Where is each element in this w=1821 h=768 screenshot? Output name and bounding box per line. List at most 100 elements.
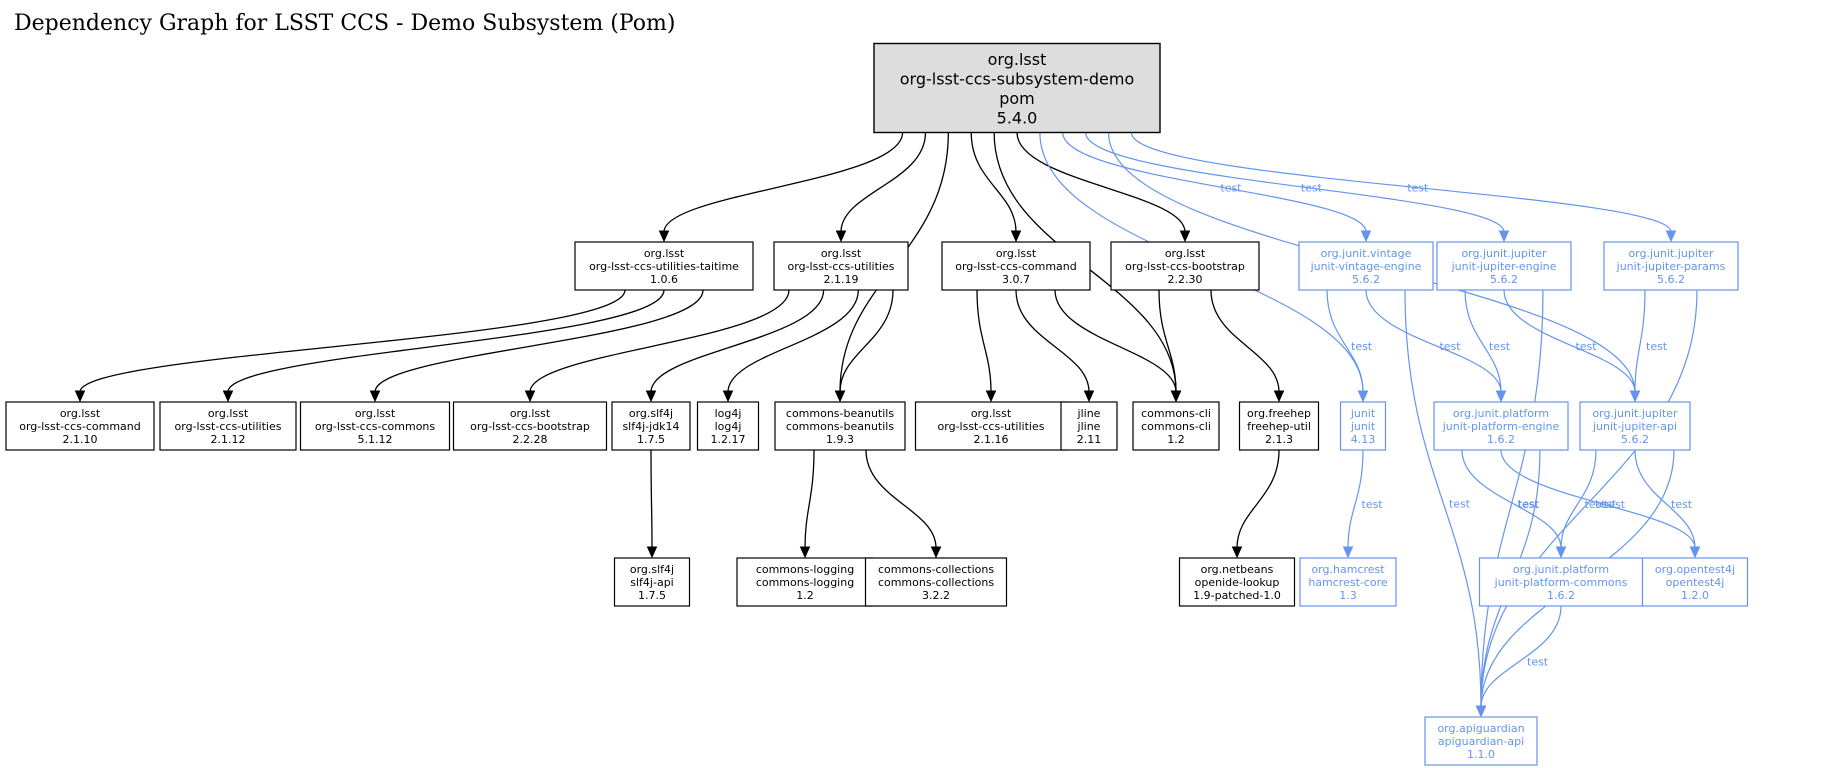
node-packaging: pom [999, 89, 1035, 108]
edge-line [1158, 289, 1177, 393]
edge-arrowhead [1342, 546, 1354, 559]
node-artifact-id: junit-platform-commons [1494, 576, 1628, 589]
node-group-id: org.netbeans [1201, 563, 1274, 576]
node-group-id: org.lsst [996, 247, 1037, 260]
dependency-edge [222, 289, 665, 403]
node-group-id: org.apiguardian [1437, 722, 1524, 735]
edge-line [1480, 605, 1562, 708]
edge-arrowhead [930, 546, 942, 559]
edge-line [1365, 289, 1502, 393]
edge-line [1326, 289, 1364, 393]
node-version: 2.1.19 [824, 273, 859, 286]
node-group-id: org.freehep [1247, 407, 1311, 420]
node-version: 1.7.5 [637, 433, 665, 446]
node-artifact-id: org-lsst-ccs-command [19, 420, 141, 433]
edge-arrowhead [834, 390, 846, 403]
node-box [1339, 401, 1387, 451]
node-group-id: junit [1350, 407, 1376, 420]
node-artifact-id: openide-lookup [1195, 576, 1280, 589]
node-group-id: commons-cli [1141, 407, 1211, 420]
node-version: 1.2.0 [1681, 589, 1709, 602]
edge-label-test: test [1527, 656, 1549, 669]
node-box [1132, 401, 1220, 451]
edge-arrowhead [1231, 546, 1243, 559]
edge-line [1404, 289, 1482, 708]
edge-line [1347, 449, 1364, 549]
node-artifact-id: freehep-util [1247, 420, 1311, 433]
node-group-id: org.junit.vintage [1321, 247, 1412, 260]
node-artifact-id: commons-cli [1141, 420, 1211, 433]
edge-label-test: test [1604, 498, 1626, 511]
node-version: 1.0.6 [650, 273, 678, 286]
node-group-id: org.lsst [208, 407, 249, 420]
dependency-edge [722, 289, 859, 403]
edge-label-test: test [1595, 498, 1617, 511]
edge-line [1236, 449, 1280, 549]
edge-line [663, 132, 904, 233]
node-artifact-id: org-lsst-ccs-subsystem-demo [900, 69, 1135, 88]
edge-arrowhead [1629, 390, 1641, 403]
node-group-id: org.junit.jupiter [1592, 407, 1678, 420]
node-box [1238, 401, 1320, 451]
dependency-node: org.junit.vintagejunit-vintage-engine5.6… [1298, 241, 1434, 291]
dependency-edge [1158, 289, 1182, 403]
dependency-edge: test [1555, 449, 1607, 559]
edge-line [1054, 289, 1177, 393]
node-version: 1.9-patched-1.0 [1193, 589, 1281, 602]
edge-arrowhead [1360, 230, 1372, 243]
edge-label-test: test [1351, 340, 1373, 353]
edge-line [1480, 289, 1698, 708]
edge-line [804, 449, 815, 549]
dependency-edge [1016, 132, 1191, 243]
node-group-id: jline [1077, 407, 1101, 420]
edge-label-test: test [1301, 181, 1323, 194]
node-version: 1.9.3 [826, 433, 854, 446]
edge-line [839, 289, 894, 393]
dependency-edge: test [1062, 132, 1372, 243]
edge-arrowhead [1555, 546, 1567, 559]
edge-label-test: test [1585, 498, 1607, 511]
node-version: 2.2.28 [513, 433, 548, 446]
edge-arrowhead [1475, 705, 1487, 718]
edge-line [1503, 289, 1636, 393]
dependency-node: org.netbeansopenide-lookup1.9-patched-1.… [1178, 557, 1296, 607]
node-version: 5.6.2 [1352, 273, 1380, 286]
node-box [873, 42, 1161, 134]
edge-arrowhead [835, 230, 847, 243]
edge-arrowhead [799, 546, 811, 559]
node-box [1603, 241, 1739, 291]
node-artifact-id: junit-vintage-engine [1310, 260, 1422, 273]
edge-line [227, 289, 665, 393]
node-artifact-id: org-lsst-ccs-utilities [175, 420, 282, 433]
node-group-id: org.lsst [510, 407, 551, 420]
edge-arrowhead [646, 546, 658, 559]
dependency-edge: test [1365, 289, 1507, 403]
edge-line [650, 449, 653, 549]
edge-arrowhead [985, 390, 997, 403]
node-box [1424, 716, 1538, 766]
node-version: 2.1.3 [1265, 433, 1293, 446]
graph-title: Dependency Graph for LSST CCS - Demo Sub… [14, 11, 675, 36]
edge-label-test: test [1576, 340, 1598, 353]
edge-label-test: test [1489, 340, 1511, 353]
edge-line [650, 289, 825, 393]
node-box [5, 401, 155, 451]
edge-line [79, 289, 626, 393]
edge-line [1480, 289, 1544, 708]
node-box [611, 401, 691, 451]
dependency-edge [834, 289, 894, 403]
